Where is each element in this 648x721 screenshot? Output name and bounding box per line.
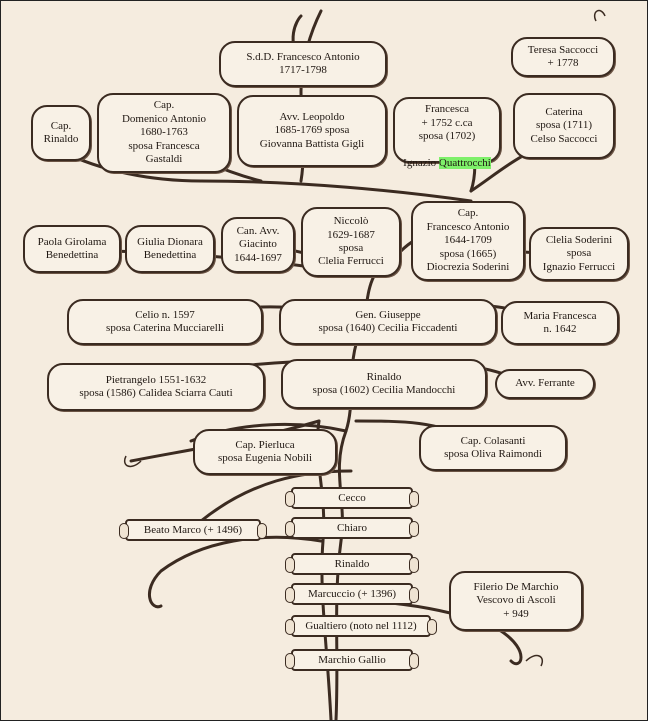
node-clelia-soderini: Clelia Soderini sposa Ignazio Ferrucci: [529, 227, 629, 281]
node-ferrante: Avv. Ferrante: [495, 369, 595, 399]
node-label: Cap. Pierluca sposa Eugenia Nobili: [217, 438, 313, 464]
node-filerio: Filerio De Marchio Vescovo di Ascoli + 9…: [449, 571, 583, 631]
node-cap-rinaldo: Cap. Rinaldo: [31, 105, 91, 161]
scroll-label: Chiaro: [337, 522, 367, 534]
node-giulia-dionara: Giulia Dionara Benedettina: [125, 225, 215, 273]
node-label: Clelia Soderini sposa Ignazio Ferrucci: [542, 233, 616, 273]
node-label: Pietrangelo 1551-1632 sposa (1586) Calid…: [79, 373, 233, 399]
node-niccolo: Niccolò 1629-1687 sposa Clelia Ferrucci: [301, 207, 401, 277]
scroll-label: Gualtiero (noto nel 1112): [305, 620, 417, 632]
scroll-label: Rinaldo: [334, 558, 370, 570]
node-label: S.d.D. Francesco Antonio 1717-1798: [246, 50, 360, 76]
node-label: Cap. Colasanti sposa Oliva Raimondi: [444, 434, 542, 460]
node-label: Celio n. 1597 sposa Caterina Mucciarelli: [106, 308, 224, 334]
node-paola-girolama: Paola Girolama Benedettina: [23, 225, 121, 273]
node-label: Paola Girolama Benedettina: [37, 235, 107, 261]
node-label-prefix: Ignazio: [403, 156, 439, 169]
highlighted-surname: Quattrocchi: [438, 156, 491, 169]
node-label: Francesca + 1752 c.ca sposa (1702): [418, 103, 476, 142]
node-label: Filerio De Marchio Vescovo di Ascoli + 9…: [473, 580, 559, 620]
node-label: Giulia Dionara Benedettina: [137, 235, 203, 261]
scroll-marchio-gallio: Marchio Gallio: [285, 649, 419, 671]
node-rinaldo-1602: Rinaldo sposa (1602) Cecilia Mandocchi: [281, 359, 487, 409]
scroll-marcuccio: Marcuccio (+ 1396): [285, 583, 419, 605]
scroll-beato-marco: Beato Marco (+ 1496): [119, 519, 267, 541]
node-label: Teresa Saccocci + 1778: [527, 43, 599, 69]
node-domenico-antonio: Cap. Domenico Antonio 1680-1763 sposa Fr…: [97, 93, 231, 173]
node-label: Avv. Leopoldo 1685-1769 sposa Giovanna B…: [259, 110, 365, 150]
scroll-label: Marcuccio (+ 1396): [307, 588, 397, 600]
node-francesca: Francesca + 1752 c.ca sposa (1702) Ignaz…: [393, 97, 501, 169]
node-label: Cap. Francesco Antonio 1644-1709 sposa (…: [426, 207, 510, 274]
node-label: Niccolò 1629-1687 sposa Clelia Ferrucci: [318, 215, 384, 268]
node-francesco-antonio-1644: Cap. Francesco Antonio 1644-1709 sposa (…: [411, 201, 525, 281]
node-label: Gen. Giuseppe sposa (1640) Cecilia Ficca…: [318, 308, 458, 334]
node-colasanti: Cap. Colasanti sposa Oliva Raimondi: [419, 425, 567, 471]
node-caterina: Caterina sposa (1711) Celso Saccocci: [513, 93, 615, 159]
scroll-label: Beato Marco (+ 1496): [143, 524, 243, 536]
scroll-gualtiero: Gualtiero (noto nel 1112): [285, 615, 437, 637]
node-label: Avv. Ferrante: [515, 377, 575, 390]
scroll-cecco: Cecco: [285, 487, 419, 509]
node-maria-francesca: Maria Francesca n. 1642: [501, 301, 619, 345]
node-francesco-antonio-1717: S.d.D. Francesco Antonio 1717-1798: [219, 41, 387, 87]
node-label: Maria Francesca n. 1642: [523, 309, 597, 335]
node-label: Cap. Rinaldo: [43, 119, 79, 145]
node-pietrangelo: Pietrangelo 1551-1632 sposa (1586) Calid…: [47, 363, 265, 411]
node-teresa-saccocci: Teresa Saccocci + 1778: [511, 37, 615, 77]
node-pierluca: Cap. Pierluca sposa Eugenia Nobili: [193, 429, 337, 475]
scroll-chiaro: Chiaro: [285, 517, 419, 539]
node-label: Rinaldo sposa (1602) Cecilia Mandocchi: [312, 370, 456, 396]
node-giacinto: Can. Avv. Giacinto 1644-1697: [221, 217, 295, 273]
node-celio: Celio n. 1597 sposa Caterina Mucciarelli: [67, 299, 263, 345]
scroll-rinaldo: Rinaldo: [285, 553, 419, 575]
node-label: Cap. Domenico Antonio 1680-1763 sposa Fr…: [121, 99, 207, 166]
node-giuseppe: Gen. Giuseppe sposa (1640) Cecilia Ficca…: [279, 299, 497, 345]
scroll-label: Marchio Gallio: [318, 654, 386, 666]
node-leopoldo: Avv. Leopoldo 1685-1769 sposa Giovanna B…: [237, 95, 387, 167]
node-label: Can. Avv. Giacinto 1644-1697: [234, 224, 282, 264]
node-label: Caterina sposa (1711) Celso Saccocci: [530, 105, 598, 145]
scroll-label: Cecco: [338, 492, 366, 504]
